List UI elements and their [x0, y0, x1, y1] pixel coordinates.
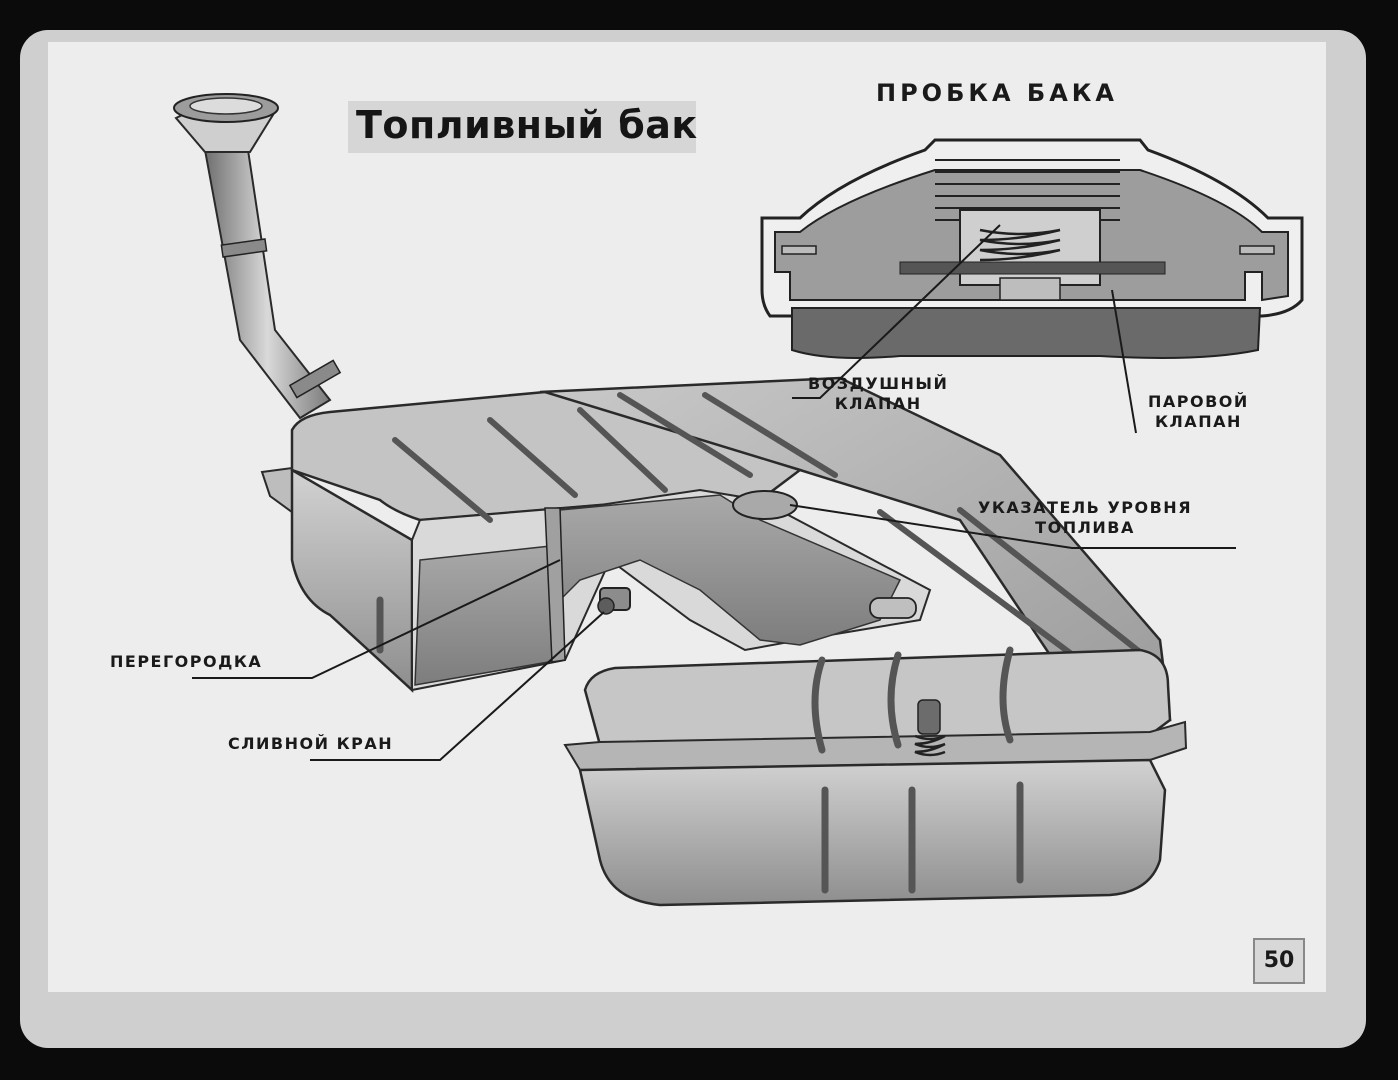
steam-valve-label-line2: КЛАПАН [1154, 412, 1242, 431]
air-valve-label-line2: КЛАПАН [834, 394, 922, 413]
slide-title: Топливный бак [356, 103, 698, 147]
partition-label: ПЕРЕГОРОДКА [110, 652, 263, 671]
air-valve-label-line1: ВОЗДУШНЫЙ [808, 374, 949, 393]
air-valve-label: ВОЗДУШНЫЙ КЛАПАН [808, 374, 948, 414]
steam-valve-label: ПАРОВОЙ КЛАПАН [1148, 392, 1249, 432]
steam-valve-label-line1: ПАРОВОЙ [1148, 392, 1249, 411]
fuel-gauge-label-line1: УКАЗАТЕЛЬ УРОВНЯ [978, 498, 1193, 517]
filler-neck [173, 93, 342, 420]
cap-title: ПРОБКА БАКА [876, 79, 1118, 107]
drain-valve-label: СЛИВНОЙ КРАН [228, 734, 394, 753]
fuel-tank [260, 376, 1188, 907]
title-plaque [348, 101, 696, 153]
leader-lines [192, 224, 1236, 761]
cap-cross-section [760, 138, 1304, 359]
fuel-gauge-label-line2: ТОПЛИВА [1035, 518, 1135, 537]
fuel-gauge-label: УКАЗАТЕЛЬ УРОВНЯ ТОПЛИВА [978, 498, 1192, 538]
page-number: 50 [1253, 938, 1305, 984]
